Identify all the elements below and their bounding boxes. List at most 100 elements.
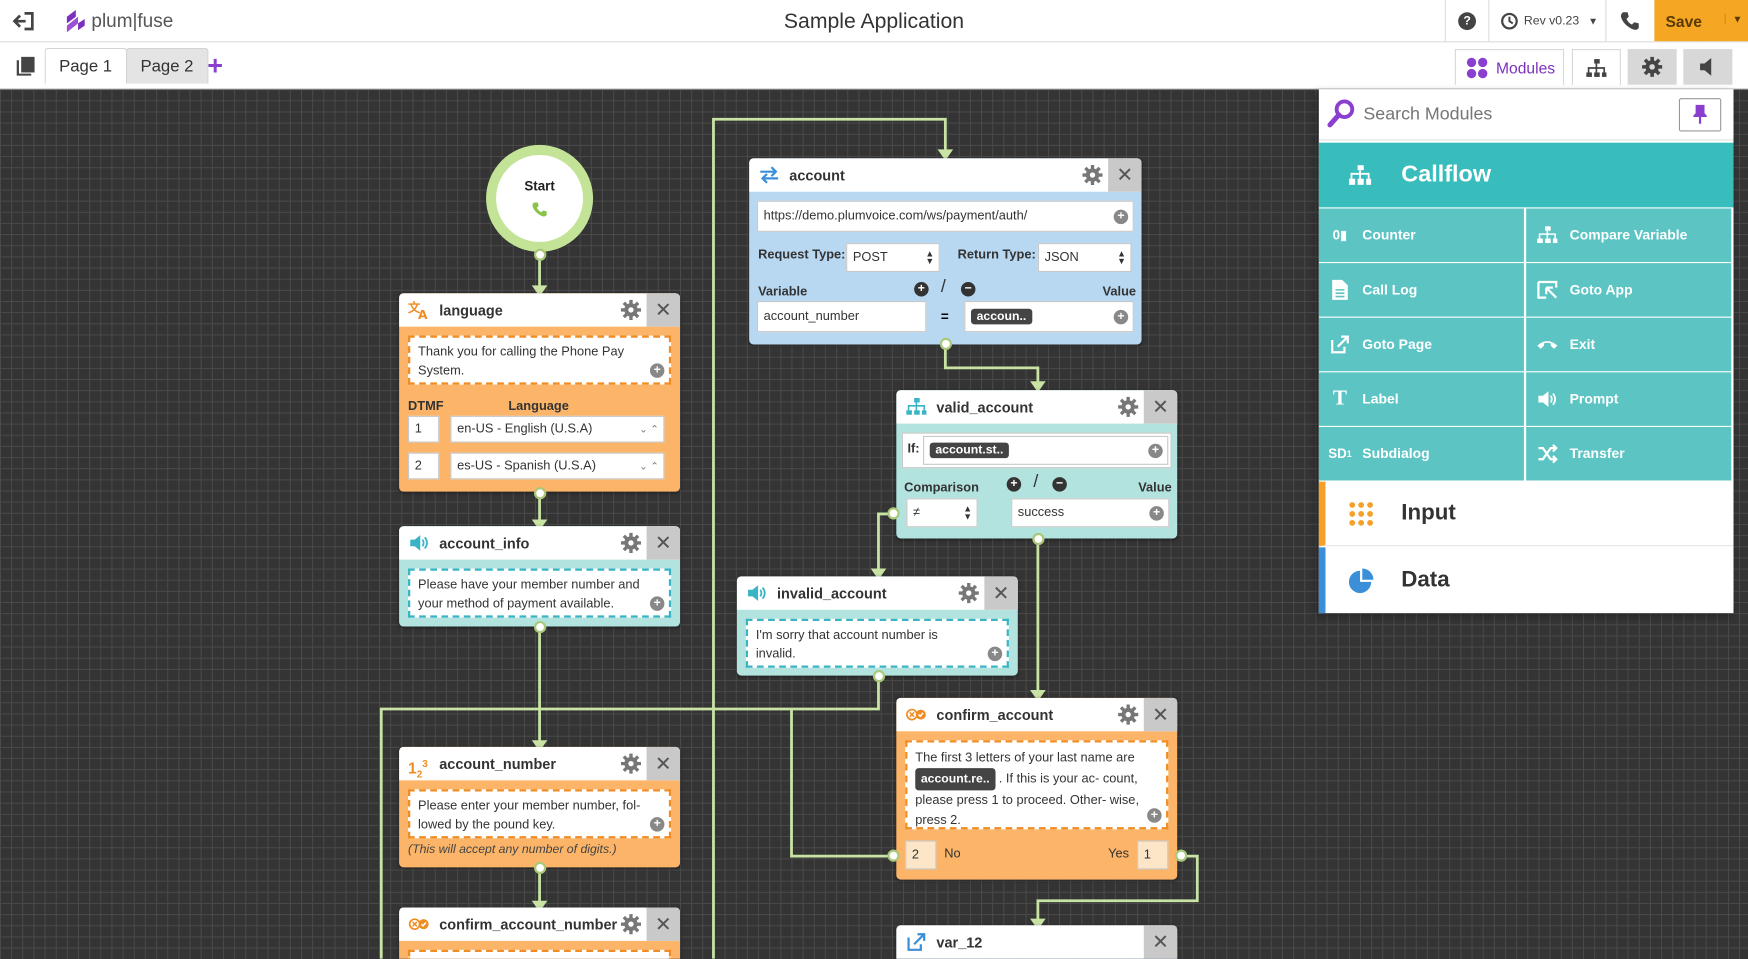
add-icon[interactable]: + — [1148, 443, 1163, 459]
pages-icon[interactable] — [13, 55, 38, 77]
request-type-select[interactable]: POST▲▼ — [846, 243, 940, 273]
module-counter[interactable]: 0▮Counter — [1318, 208, 1524, 262]
value-pill[interactable]: accoun.. — [970, 308, 1032, 325]
close-icon[interactable]: ✕ — [646, 293, 681, 327]
gear-icon[interactable] — [620, 299, 642, 321]
revision-dropdown[interactable]: Rev v0.23 ▼ — [1499, 10, 1598, 32]
close-icon[interactable]: ✕ — [646, 526, 681, 560]
module-compare-variable[interactable]: Compare Variable — [1526, 208, 1732, 262]
value-field[interactable]: accoun.. + — [964, 300, 1134, 333]
confirm-account-number-node[interactable]: confirm_account_number ✕ — [399, 907, 681, 959]
data-section[interactable]: Data — [1318, 547, 1734, 614]
condition-pill[interactable]: account.st.. — [929, 442, 1010, 459]
exit-app-icon[interactable] — [11, 9, 36, 34]
gear-icon[interactable] — [1081, 164, 1103, 186]
gear-icon[interactable] — [958, 582, 980, 604]
node-header[interactable]: invalid_account ✕ — [736, 576, 1018, 610]
sitemap-icon[interactable] — [1571, 49, 1621, 85]
connector-port[interactable] — [533, 487, 547, 500]
remove-comparison-icon[interactable]: − — [1052, 477, 1067, 492]
comparison-select[interactable]: ≠▲▼ — [906, 498, 978, 528]
account-node[interactable]: account ✕ https://demo.plumvoice.com/ws/… — [749, 158, 1142, 345]
yes-key-field[interactable]: 1 — [1137, 840, 1169, 870]
gear-icon[interactable] — [1117, 703, 1139, 725]
node-header[interactable]: var_12 ✕ — [896, 925, 1178, 959]
add-icon[interactable]: + — [649, 363, 665, 378]
module-prompt[interactable]: Prompt — [1526, 372, 1732, 426]
search-input[interactable] — [1363, 100, 1665, 130]
input-section[interactable]: Input — [1318, 481, 1734, 547]
language-select[interactable]: en-US - English (U.S.A)⌄ ⌃ — [450, 415, 665, 443]
close-icon[interactable]: ✕ — [646, 746, 681, 781]
add-icon[interactable]: + — [649, 817, 665, 832]
module-exit[interactable]: Exit — [1526, 317, 1732, 372]
add-icon[interactable]: + — [1147, 808, 1162, 823]
add-icon[interactable]: + — [1113, 209, 1129, 225]
dtmf-field[interactable]: 1 — [408, 415, 440, 443]
connector-port[interactable] — [533, 248, 547, 261]
node-header[interactable]: 123 account_number ✕ — [399, 746, 681, 781]
gear-icon[interactable] — [1117, 396, 1139, 418]
module-call-log[interactable]: Call Log — [1318, 263, 1524, 317]
valid-account-node[interactable]: valid_account ✕ If: account.st..+ Compar… — [896, 390, 1178, 539]
phone-settings-icon[interactable] — [1616, 9, 1643, 34]
add-icon[interactable]: + — [1113, 309, 1129, 325]
tab-page-2[interactable]: Page 2 — [125, 47, 208, 84]
prompt-text-box[interactable]: I'm sorry that account number is invalid… — [745, 618, 1009, 668]
node-header[interactable]: account_info ✕ — [399, 526, 681, 560]
node-header[interactable]: valid_account ✕ — [896, 390, 1178, 424]
connector-port[interactable] — [939, 337, 953, 351]
add-icon[interactable]: + — [1149, 506, 1164, 521]
close-icon[interactable]: ✕ — [984, 576, 1018, 610]
save-button[interactable]: Save ▼ — [1654, 0, 1748, 42]
connector-port[interactable] — [872, 669, 886, 683]
account-info-node[interactable]: account_info ✕ Please have your member n… — [399, 526, 681, 627]
prompt-text-box[interactable]: Please have your member number and your … — [408, 568, 672, 618]
prompt-text-box[interactable]: The first 3 letters of your last name ar… — [905, 740, 1169, 830]
module-goto-app[interactable]: Goto App — [1526, 263, 1732, 317]
account-number-node[interactable]: 123 account_number ✕ Please enter your m… — [399, 746, 681, 868]
modules-tab[interactable]: Modules — [1454, 49, 1565, 85]
connector-port[interactable] — [887, 849, 900, 862]
node-header[interactable]: confirm_account ✕ — [896, 697, 1178, 732]
module-goto-page[interactable]: Goto Page — [1318, 317, 1524, 372]
pin-icon[interactable] — [1678, 98, 1722, 132]
tab-page-1[interactable]: Page 1 — [44, 47, 127, 84]
url-field[interactable]: https://demo.plumvoice.com/ws/payment/au… — [756, 200, 1134, 232]
node-header[interactable]: account ✕ — [749, 158, 1142, 192]
return-type-select[interactable]: JSON▲▼ — [1037, 243, 1132, 273]
module-transfer[interactable]: Transfer — [1526, 426, 1732, 481]
dtmf-field[interactable]: 2 — [408, 452, 440, 480]
variable-pill[interactable]: account.re.. — [915, 768, 996, 791]
connector-port[interactable] — [1032, 532, 1045, 546]
gear-icon[interactable] — [620, 752, 642, 774]
confirm-account-node[interactable]: confirm_account ✕ The first 3 letters of… — [896, 697, 1178, 880]
gear-icon[interactable] — [620, 532, 642, 554]
close-icon[interactable]: ✕ — [646, 907, 681, 941]
connector-port[interactable] — [1174, 849, 1188, 862]
gear-icon[interactable] — [620, 913, 642, 935]
add-icon[interactable]: + — [987, 646, 1003, 662]
close-icon[interactable]: ✕ — [1143, 925, 1178, 959]
prompt-text-box[interactable]: Please enter your member number, fol- lo… — [408, 789, 672, 839]
node-header[interactable]: confirm_account_number ✕ — [399, 907, 681, 941]
save-dropdown-chevron-icon[interactable]: ▼ — [1724, 13, 1742, 25]
remove-variable-icon[interactable]: − — [960, 282, 976, 297]
add-icon[interactable]: + — [649, 596, 665, 611]
callflow-header[interactable]: Callflow — [1318, 142, 1734, 208]
variable-field[interactable]: account_number — [756, 300, 927, 333]
var-12-node[interactable]: var_12 ✕ — [896, 925, 1178, 959]
value-field[interactable]: success+ — [1011, 498, 1170, 528]
help-icon[interactable]: ? — [1456, 10, 1478, 32]
close-icon[interactable]: ✕ — [1143, 697, 1178, 732]
connector-port[interactable] — [887, 507, 900, 520]
connector-port[interactable] — [533, 861, 547, 875]
gear-icon[interactable] — [1627, 49, 1677, 85]
connector-port[interactable] — [533, 620, 547, 634]
condition-field[interactable]: account.st.. + — [923, 435, 1169, 465]
add-variable-icon[interactable]: + — [914, 282, 929, 297]
